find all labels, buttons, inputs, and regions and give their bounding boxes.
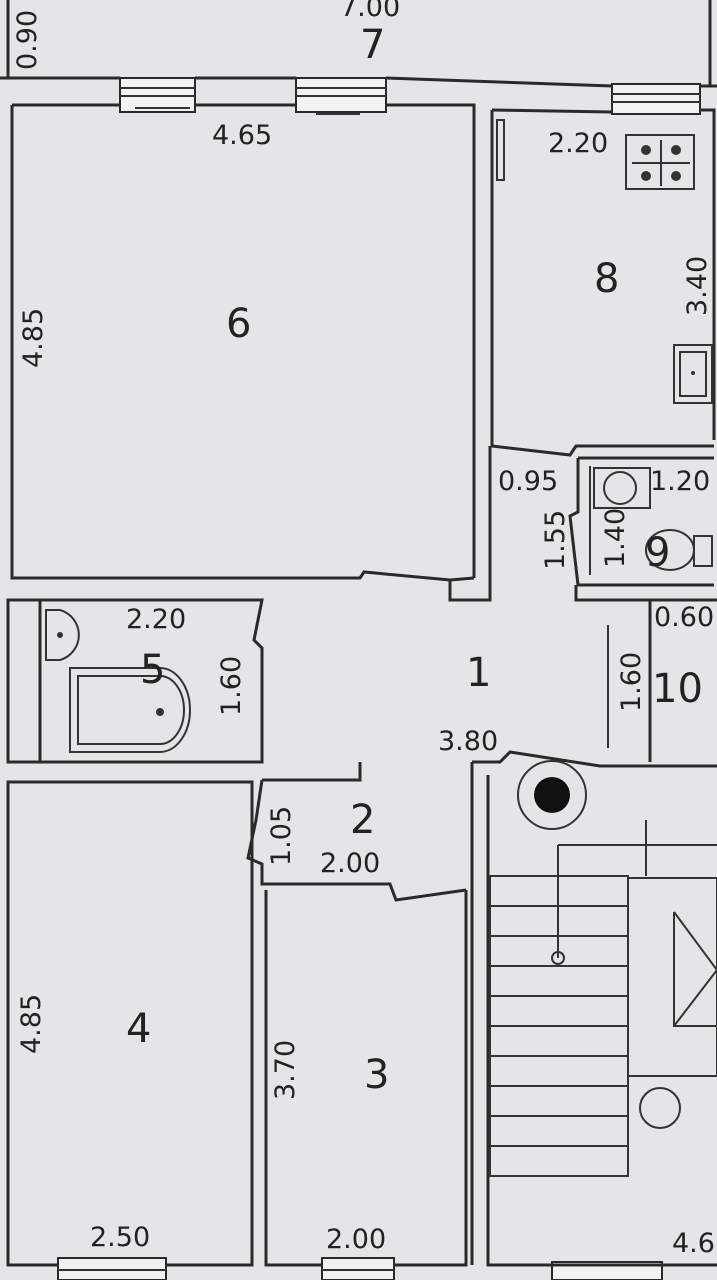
room-9-walls bbox=[568, 456, 714, 587]
room-number-8: 8 bbox=[594, 256, 619, 302]
dim-room-6-width: 4.65 bbox=[212, 120, 272, 151]
dim-room-3-height: 3.70 bbox=[270, 1040, 301, 1100]
window-bottom-left bbox=[57, 1257, 167, 1280]
bath-sink-icon bbox=[45, 609, 80, 661]
room-number-2: 2 bbox=[350, 797, 375, 843]
toilet-icon bbox=[645, 529, 713, 571]
dim-stair-width: 4.6 bbox=[672, 1228, 715, 1259]
room-number-9: 9 bbox=[645, 530, 670, 576]
dim-room-9-height-outer: 1.55 bbox=[540, 510, 571, 570]
dim-room-5-width: 2.20 bbox=[126, 604, 186, 635]
wc-sink-icon bbox=[593, 467, 651, 509]
dim-room-4-width: 2.50 bbox=[90, 1222, 150, 1253]
bathtub-icon bbox=[69, 667, 191, 753]
room-2-walls bbox=[246, 762, 474, 1265]
dim-room-3-width: 2.00 bbox=[326, 1224, 386, 1255]
stove-icon bbox=[625, 134, 695, 190]
room-4-walls bbox=[6, 780, 254, 1267]
dim-room-1-width: 3.80 bbox=[438, 726, 498, 757]
room-number-4: 4 bbox=[126, 1006, 151, 1052]
hall-walls bbox=[262, 446, 717, 782]
dim-room-2-height: 1.05 bbox=[266, 806, 297, 866]
dim-room-8-height: 3.40 bbox=[682, 256, 713, 316]
window-top-right bbox=[611, 83, 701, 115]
window-bottom-middle bbox=[321, 1257, 395, 1280]
dim-room-9-width: 1.20 bbox=[650, 466, 710, 497]
room-number-6: 6 bbox=[226, 301, 251, 347]
dim-top-width: 7.00 bbox=[340, 0, 400, 23]
window-top-middle bbox=[295, 77, 387, 115]
room-number-5: 5 bbox=[140, 647, 165, 693]
dim-room-8-width: 2.20 bbox=[548, 128, 608, 159]
dim-room-5-height: 1.60 bbox=[216, 656, 247, 716]
dim-room-2-width: 2.00 bbox=[320, 848, 380, 879]
room-6-walls bbox=[10, 103, 476, 582]
dim-room-4-height: 4.85 bbox=[16, 994, 47, 1054]
stairwell bbox=[486, 760, 717, 1267]
balcony-walls bbox=[0, 0, 717, 88]
stair-steps bbox=[489, 875, 629, 1177]
room-number-1: 1 bbox=[466, 650, 491, 696]
dim-room-10-width: 0.60 bbox=[654, 602, 714, 633]
room-5-walls bbox=[6, 598, 264, 764]
dim-corridor-small: 0.95 bbox=[498, 466, 558, 497]
room-number-3: 3 bbox=[364, 1052, 389, 1098]
dim-room-6-height: 4.85 bbox=[18, 308, 49, 368]
dim-room-9-height-inner: 1.40 bbox=[600, 508, 631, 568]
room-number-10: 10 bbox=[652, 666, 703, 712]
room-number-7: 7 bbox=[360, 22, 385, 68]
kitchen-sink-icon bbox=[673, 344, 713, 404]
room-8-walls bbox=[490, 108, 716, 457]
window-top-left bbox=[119, 77, 196, 113]
dim-room-10-height: 1.60 bbox=[616, 652, 647, 712]
dim-top-depth: 0.90 bbox=[12, 10, 43, 70]
